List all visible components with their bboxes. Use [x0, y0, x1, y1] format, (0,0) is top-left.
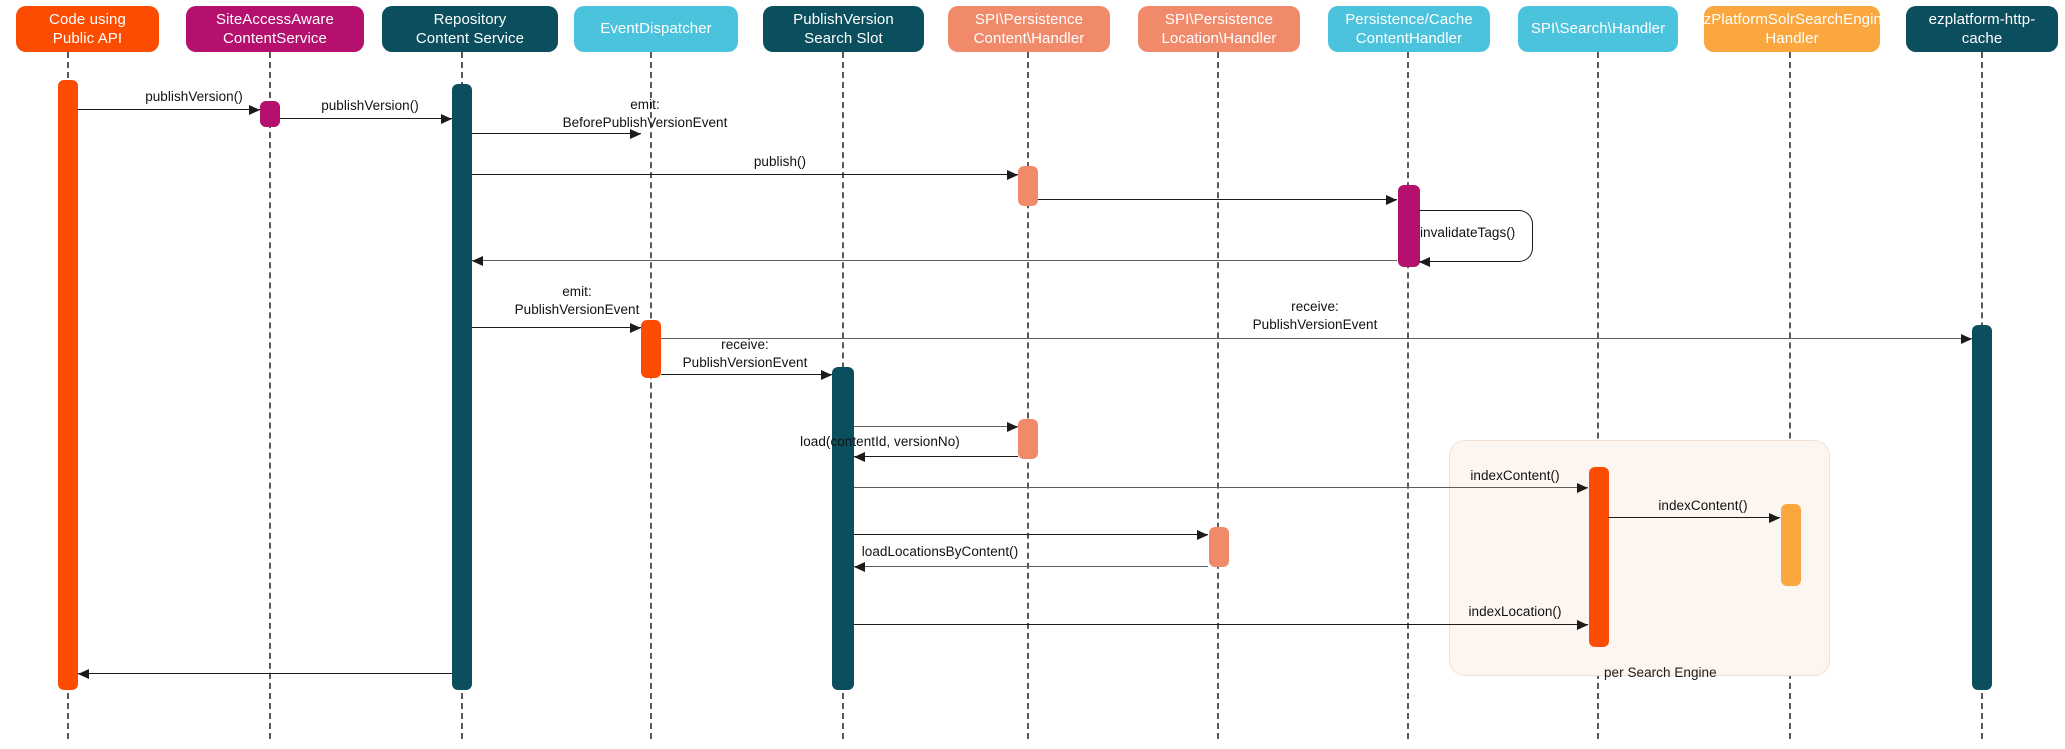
activation-cache-content — [1398, 185, 1420, 267]
arrowhead-m15 — [1197, 529, 1208, 540]
activation-siteaccess — [260, 101, 280, 127]
message-line-m13 — [854, 487, 1588, 488]
participant-label: Persistence/Cache ContentHandler — [1345, 10, 1473, 47]
participant-spi-location[interactable]: SPI\Persistence Location\Handler — [1138, 6, 1300, 52]
participant-label: ezplatform-http-cache — [1928, 10, 2036, 47]
message-label-m13: indexContent() — [1470, 468, 1560, 483]
activation-search-slot — [832, 367, 854, 690]
arrowhead-m4 — [1007, 169, 1018, 180]
participant-spi-search[interactable]: SPI\Search\Handler — [1518, 6, 1678, 52]
participant-cache-content[interactable]: Persistence/Cache ContentHandler — [1328, 6, 1490, 52]
message-label-m12: load(contentId, versionNo) — [800, 434, 960, 449]
participant-http-cache[interactable]: ezplatform-http-cache — [1906, 6, 2058, 52]
arrowhead-m16 — [854, 561, 865, 572]
arrowhead-m7 — [472, 255, 483, 266]
message-line-m5 — [1038, 199, 1397, 200]
lifeline-spi-location — [1217, 52, 1219, 739]
message-line-m12 — [854, 456, 1018, 457]
message-line-m18 — [78, 673, 452, 674]
arrowhead-m13 — [1577, 482, 1588, 493]
message-label-m8: emit: PublishVersionEvent — [514, 284, 640, 317]
activation-repository — [452, 84, 472, 690]
message-line-m4 — [472, 174, 1018, 175]
participant-solr-handler[interactable]: EzPlatformSolrSearchEngine Handler — [1694, 6, 1890, 52]
message-line-m3 — [472, 133, 641, 134]
activation-spi-location — [1209, 527, 1229, 567]
activation-solr-handler — [1781, 504, 1801, 586]
arrowhead-m8 — [630, 322, 641, 333]
activation-spi-content — [1018, 166, 1038, 206]
participant-label: SiteAccessAware ContentService — [216, 10, 334, 47]
self-message-m6 — [1419, 210, 1533, 262]
message-line-m16 — [854, 566, 1208, 567]
participant-repository[interactable]: Repository Content Service — [382, 6, 558, 52]
arrowhead-m10 — [821, 369, 832, 380]
lifeline-spi-content — [1027, 52, 1029, 739]
lifeline-siteaccess — [269, 52, 271, 739]
participant-public-api[interactable]: Code using Public API — [16, 6, 159, 52]
message-label-m4: publish() — [753, 154, 807, 169]
arrowhead-m14 — [1769, 512, 1780, 523]
arrowhead-m6 — [1419, 256, 1430, 267]
arrowhead-m18 — [78, 668, 89, 679]
participant-label: SPI\Search\Handler — [1530, 20, 1666, 38]
activation-spi-content — [1018, 419, 1038, 459]
message-line-m9 — [661, 338, 1972, 339]
participant-label: SPI\Persistence Content\Handler — [973, 10, 1085, 47]
arrowhead-m1 — [249, 104, 260, 115]
lifeline-solr-handler — [1789, 52, 1791, 739]
arrowhead-m5 — [1386, 194, 1397, 205]
lifeline-dispatcher — [650, 52, 652, 739]
arrowhead-m9 — [1961, 333, 1972, 344]
arrowhead-m11 — [1007, 421, 1018, 432]
participant-siteaccess[interactable]: SiteAccessAware ContentService — [186, 6, 364, 52]
message-label-m3: emit: BeforePublishVersionEvent — [562, 97, 728, 130]
message-line-m15 — [854, 534, 1208, 535]
participant-search-slot[interactable]: PublishVersion Search Slot — [763, 6, 924, 52]
message-label-m10: receive: PublishVersionEvent — [682, 337, 808, 370]
arrowhead-m17 — [1577, 619, 1588, 630]
message-label-m6: invalidateTags() — [1420, 225, 1516, 240]
fragment-label: per Search Engine — [1604, 665, 1717, 680]
message-label-m1: publishVersion() — [145, 89, 243, 104]
message-line-m8 — [472, 327, 641, 328]
lifeline-spi-search — [1597, 52, 1599, 739]
message-line-m1 — [78, 109, 260, 110]
message-line-m11 — [854, 426, 1018, 427]
arrowhead-m3 — [630, 128, 641, 139]
participant-spi-content[interactable]: SPI\Persistence Content\Handler — [948, 6, 1110, 52]
lifeline-cache-content — [1407, 52, 1409, 739]
message-line-m17 — [854, 624, 1588, 625]
message-label-m17: indexLocation() — [1468, 604, 1562, 619]
message-line-m7 — [472, 260, 1397, 261]
participant-label: SPI\Persistence Location\Handler — [1161, 10, 1277, 47]
participant-dispatcher[interactable]: EventDispatcher — [574, 6, 738, 52]
arrowhead-m2 — [441, 113, 452, 124]
activation-spi-search — [1589, 467, 1609, 647]
activation-dispatcher — [641, 320, 661, 378]
participant-label: EzPlatformSolrSearchEngine Handler — [1693, 10, 1891, 47]
participant-label: EventDispatcher — [600, 20, 712, 38]
message-label-m14: indexContent() — [1658, 498, 1748, 513]
message-line-m10 — [661, 374, 832, 375]
participant-label: PublishVersion Search Slot — [793, 10, 894, 47]
participant-label: Repository Content Service — [415, 10, 525, 47]
arrowhead-m12 — [854, 451, 865, 462]
message-label-m2: publishVersion() — [321, 98, 419, 113]
activation-public-api — [58, 80, 78, 690]
fragment-search-engine-frame — [1449, 440, 1830, 676]
message-label-m16: loadLocationsByContent() — [861, 544, 1019, 559]
participant-label: Code using Public API — [49, 10, 126, 47]
message-line-m2 — [280, 118, 452, 119]
message-line-m14 — [1608, 517, 1780, 518]
activation-http-cache — [1972, 325, 1992, 690]
message-label-m9: receive: PublishVersionEvent — [1252, 299, 1378, 332]
